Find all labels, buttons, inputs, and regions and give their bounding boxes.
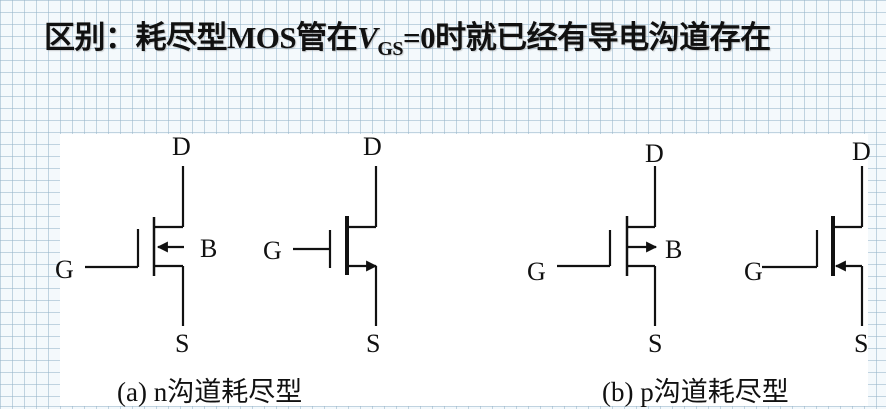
gate-label: G [263,236,282,265]
mosfet-symbol-n-simple [293,166,378,326]
gate-label: G [527,257,546,286]
title-mos: MOS [227,20,297,55]
mosfet-symbol-p-simple [762,166,864,326]
title-subscript: GS [377,38,403,60]
mosfet-symbol-p-body [557,166,658,326]
source-label: S [175,329,189,358]
body-label: B [200,234,217,263]
page-title: 区别：耗尽型MOS管在VGS=0时就已经有导电沟道存在 [44,18,771,69]
source-label: S [854,329,868,358]
drain-label: D [852,137,871,166]
title-variable: V [357,20,378,55]
drain-label: D [645,139,664,168]
gate-label: G [55,255,74,284]
title-text: 管在 [296,20,358,56]
source-label: S [366,329,380,358]
source-label: S [648,329,662,358]
drain-label: D [172,132,191,161]
drain-label: D [363,132,382,161]
diagram-panel [60,134,868,406]
caption-b: (b) p沟道耗尽型 [602,377,789,407]
title-equation: =0 [403,20,436,55]
gate-label: G [744,257,763,286]
body-label: B [665,235,682,264]
title-text: 时就已经有导电沟道存在 [435,20,771,56]
caption-a: (a) n沟道耗尽型 [117,377,303,407]
title-text: 区别：耗尽型 [44,20,228,56]
mosfet-symbol-n-body [85,166,185,326]
